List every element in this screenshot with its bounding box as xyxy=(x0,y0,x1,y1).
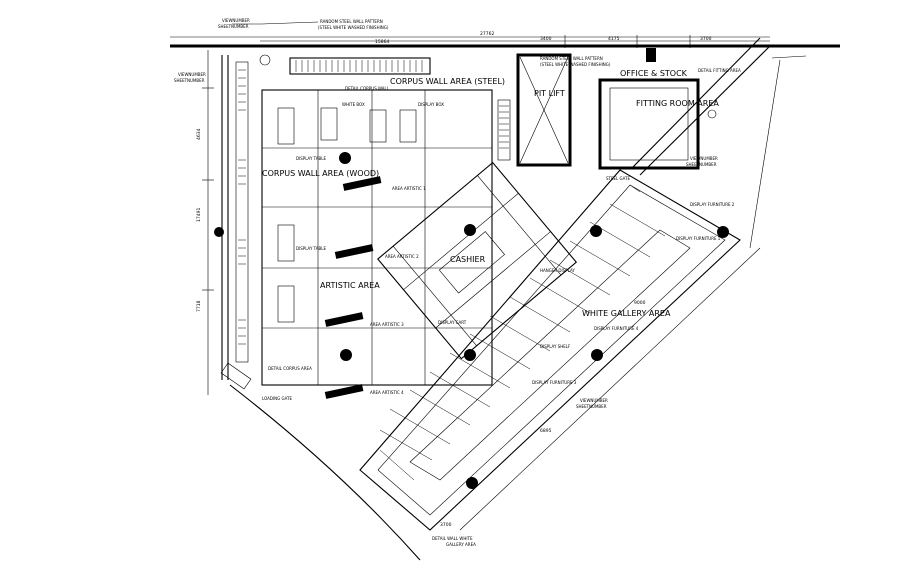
note-loading-gate: LOADING GATE xyxy=(262,396,292,401)
label-corpus-wall-steel: CORPUS WALL AREA (STEEL) xyxy=(390,77,505,86)
pit-lift: PIT LIFT RANDOM STEEL WALL PATTERN (STEE… xyxy=(497,53,611,167)
dim-bottom-b: 3700 xyxy=(440,522,452,528)
label-artistic-area: ARTISTIC AREA xyxy=(320,281,380,290)
wall-pattern-note: RANDOM STEEL WALL PATTERN xyxy=(320,19,383,24)
loading-gate: LOADING GATE xyxy=(220,362,421,561)
top-display-box-row xyxy=(289,57,431,75)
left-wall xyxy=(221,54,271,380)
office-stock: OFFICE & STOCK FITTING ROOM AREA DETAIL … xyxy=(598,48,741,170)
dim-left-a: 4634 xyxy=(196,128,202,140)
dim-left-b: 17491 xyxy=(196,208,202,222)
note-display-shelf: DISPLAY SHELF xyxy=(540,344,571,349)
top-boundary: 27762 15864 3400 4175 3700 xyxy=(170,31,840,48)
view-marker-left: VIEWNUMBER SHEETNUMBER xyxy=(174,72,206,83)
viewnumber-text: VIEWNUMBER xyxy=(222,18,250,23)
sheetnumber-left: SHEETNUMBER xyxy=(174,78,205,83)
label-corpus-wall-wood: CORPUS WALL AREA (WOOD) xyxy=(262,169,379,178)
right-boundary: VIEWNUMBER SHEETNUMBER xyxy=(631,37,807,176)
wall-pattern-note-2: (STEEL WHITE WASHED FINISHING) xyxy=(318,25,389,30)
sheetnumber-right: SHEETNUMBER xyxy=(686,162,717,167)
note-steel-gate: STEEL GATE xyxy=(606,176,631,181)
note-display-table-1: DISPLAY TABLE xyxy=(296,156,327,161)
left-dimension: 4634 17491 7718 xyxy=(196,50,224,395)
dim-bottom-a: 6895 xyxy=(540,428,552,434)
dim-top-c: 4175 xyxy=(608,36,620,42)
label-cashier: CASHIER xyxy=(450,255,486,264)
label-office-stock: OFFICE & STOCK xyxy=(620,69,688,78)
note-display-cart: DISPLAY CART xyxy=(438,320,467,325)
note-detail-wall-white: DETAIL WALL WHITE xyxy=(432,536,473,541)
note-hanger-display: HANGER DISPLAY xyxy=(540,268,575,273)
label-white-gallery: WHITE GALLERY AREA xyxy=(582,309,671,318)
note-wall-pattern-lift: RANDOM STEEL WALL PATTERN xyxy=(540,56,603,61)
note-artistic-3: AREA ARTISTIC 3 xyxy=(370,322,404,327)
note-display-box: DISPLAY BOX xyxy=(418,102,444,107)
dim-top-b: 3400 xyxy=(540,36,552,42)
note-white-box: WHITE BOX xyxy=(342,102,365,107)
view-marker-top: VIEWNUMBER SHEETNUMBER RANDOM STEEL WALL… xyxy=(218,18,389,30)
dim-right-a: 9000 xyxy=(634,300,646,306)
note-wall-pattern-lift-2: (STEEL WHITE WASHED FINISHING) xyxy=(540,62,611,67)
viewnumber-left: VIEWNUMBER xyxy=(178,72,206,77)
dim-top-total: 27762 xyxy=(480,31,494,37)
viewnumber-lower-right: VIEWNUMBER xyxy=(580,398,608,403)
white-gallery: WHITE GALLERY AREA xyxy=(359,169,741,531)
sheetnumber-text: SHEETNUMBER xyxy=(218,24,249,29)
dim-top-d: 3700 xyxy=(700,36,712,42)
lower-right-dimension: 9000 6895 3700 xyxy=(440,59,781,531)
note-gallery-area: GALLERY AREA xyxy=(446,542,476,547)
dim-top-a: 15864 xyxy=(375,39,389,45)
label-fitting-room: FITTING ROOM AREA xyxy=(636,99,719,108)
gallery-hatch xyxy=(379,184,666,481)
note-detail-corpus-area: DETAIL CORPUS AREA xyxy=(268,366,312,371)
viewnumber-right: VIEWNUMBER xyxy=(690,156,718,161)
main-grid xyxy=(261,89,493,399)
label-pit-lift: PIT LIFT xyxy=(534,89,565,98)
note-display-furniture-3: DISPLAY FURNITURE 3 xyxy=(532,380,577,385)
note-artistic-4: AREA ARTISTIC 4 xyxy=(370,390,404,395)
dim-left-c: 7718 xyxy=(196,300,202,312)
note-display-furniture-2: DISPLAY FURNITURE 2 xyxy=(690,202,735,207)
note-detail-fitting-area: DETAIL FITTING AREA xyxy=(698,68,741,73)
note-detail-corpus-wall: DETAIL CORPUS WALL xyxy=(345,86,390,91)
note-display-furniture-4: DISPLAY FURNITURE 4 xyxy=(594,326,639,331)
note-display-table-2: DISPLAY TABLE xyxy=(296,246,327,251)
note-artistic-1: AREA ARTISTIC 1 xyxy=(392,186,426,191)
note-display-furniture-1: DISPLAY FURNITURE 1 xyxy=(676,236,721,241)
